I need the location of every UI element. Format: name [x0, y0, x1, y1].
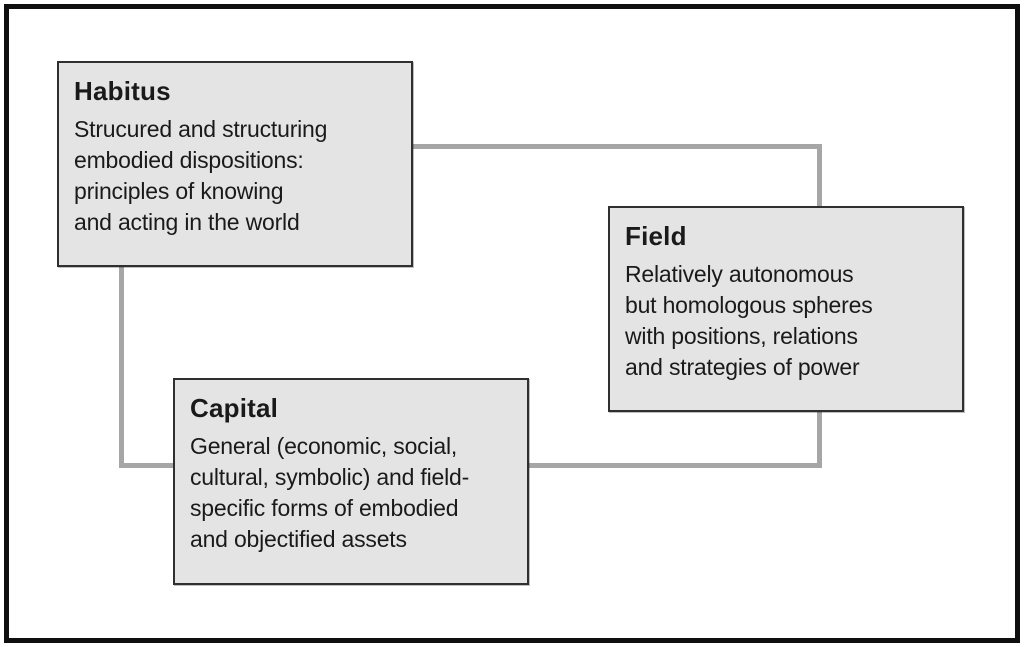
field-box: Field Relatively autonomous but homologo…	[608, 206, 964, 412]
habitus-title: Habitus	[74, 76, 171, 106]
connector-capital-field-horizontal	[526, 463, 822, 468]
connector-habitus-field-vertical	[817, 144, 822, 208]
field-title: Field	[625, 221, 687, 251]
capital-description: General (economic, social, cultural, sym…	[190, 433, 470, 552]
field-description: Relatively autonomous but homologous sph…	[625, 261, 873, 380]
habitus-box: Habitus Strucured and structuring embodi…	[57, 61, 413, 267]
capital-box: Capital General (economic, social, cultu…	[173, 378, 529, 585]
connector-habitus-capital-vertical	[119, 266, 124, 468]
habitus-description: Strucured and structuring embodied dispo…	[74, 116, 328, 235]
capital-title: Capital	[190, 393, 279, 423]
connector-capital-field-vertical	[817, 410, 822, 468]
connector-habitus-capital-horizontal	[119, 463, 177, 468]
connector-habitus-field-horizontal	[412, 144, 822, 149]
